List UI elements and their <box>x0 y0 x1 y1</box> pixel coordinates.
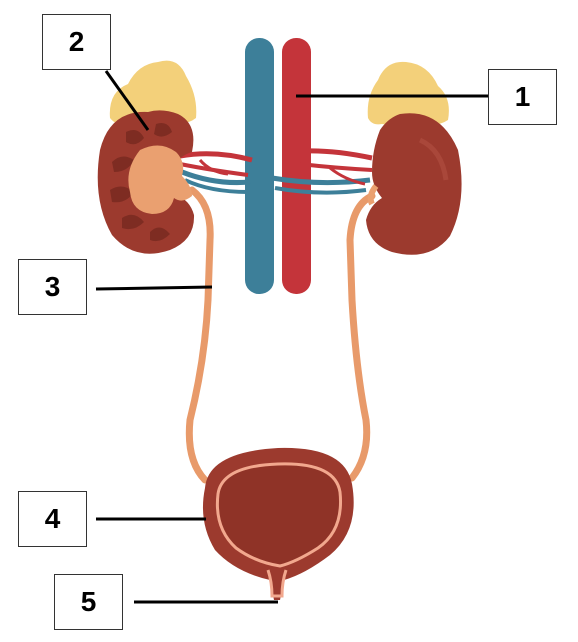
label-box-5: 5 <box>54 574 123 630</box>
aorta <box>282 38 311 294</box>
label-box-1: 1 <box>488 69 557 125</box>
right-renal-vessels <box>271 148 373 195</box>
label-box-3: 3 <box>18 259 87 315</box>
left-renal-vessels <box>179 151 253 194</box>
label-5-text: 5 <box>80 586 97 617</box>
leader-line-3 <box>95 285 213 291</box>
label-3-text: 3 <box>44 271 61 302</box>
right-kidney <box>366 113 462 255</box>
right-ureter <box>346 192 376 482</box>
label-4-text: 4 <box>44 503 61 534</box>
label-1-text: 1 <box>514 81 531 112</box>
urethra <box>266 569 288 598</box>
left-kidney <box>97 110 195 254</box>
label-box-4: 4 <box>18 491 87 547</box>
right-adrenal-gland <box>367 61 449 126</box>
left-ureter <box>185 186 214 484</box>
vena-cava <box>245 38 274 294</box>
left-adrenal-gland <box>109 60 197 126</box>
leader-line-2 <box>104 70 150 131</box>
urinary-bladder <box>202 447 354 600</box>
left-renal-pelvis <box>128 145 192 214</box>
label-2-text: 2 <box>68 26 85 57</box>
label-box-2: 2 <box>42 14 111 70</box>
